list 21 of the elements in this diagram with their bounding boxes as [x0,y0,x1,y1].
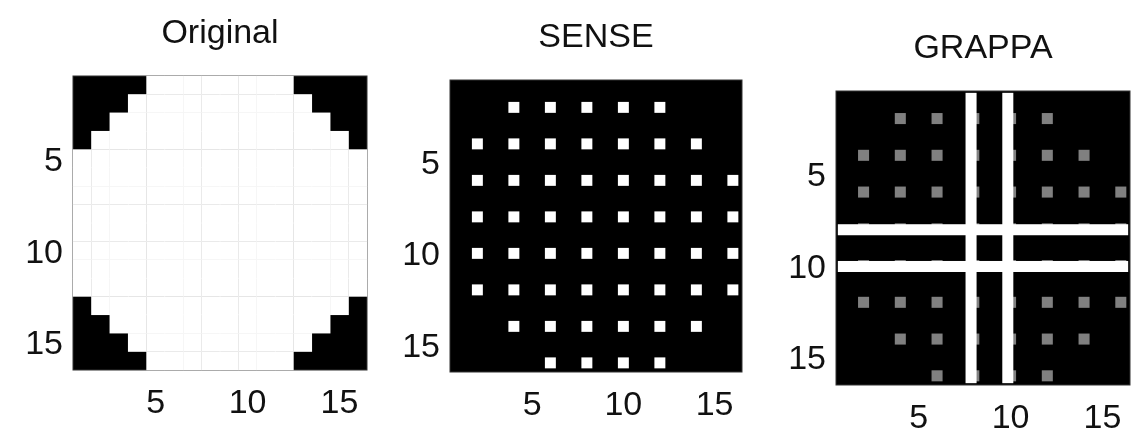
y-tick-label: 10 [787,248,826,283]
x-tick-label: 15 [694,386,735,420]
x-tick-label: 10 [227,384,268,418]
y-tick-label: 15 [787,340,826,375]
plot-title: GRAPPA [912,29,1054,63]
plot-title: Original [160,14,280,48]
y-tick-label: 15 [401,327,440,362]
y-tick-label: 5 [420,145,440,180]
x-tick-label: 5 [145,384,167,418]
x-tick-label: 10 [603,386,644,420]
y-tick-label: 5 [43,141,63,176]
y-tick-label: 10 [401,236,440,271]
x-tick-label: 15 [319,384,360,418]
y-tick-label: 15 [24,325,63,360]
plot-title: SENSE [537,18,655,52]
x-tick-label: 5 [908,399,930,433]
y-tick-label: 10 [24,233,63,268]
x-tick-label: 5 [521,386,543,420]
x-tick-label: 10 [990,399,1031,433]
x-tick-label: 15 [1082,399,1123,433]
y-tick-label: 5 [806,156,826,191]
